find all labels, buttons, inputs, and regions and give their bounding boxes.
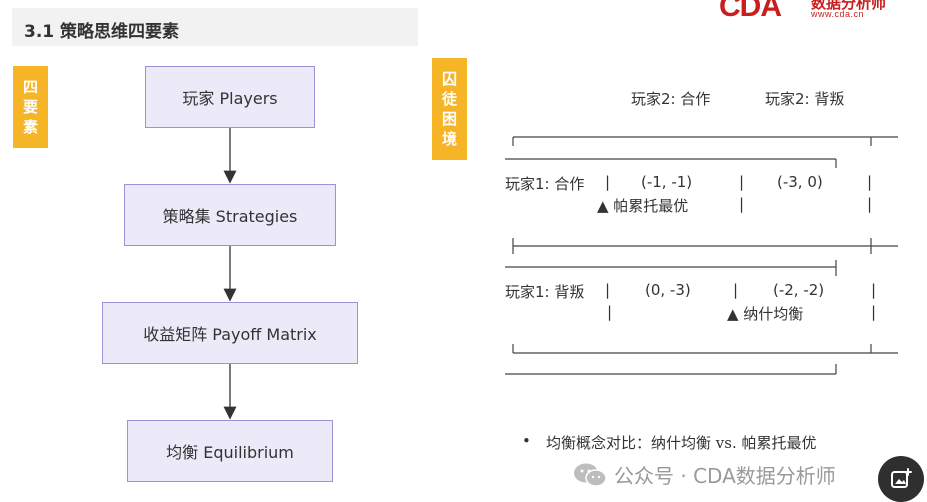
pipe: | [867,195,873,213]
logo-name: 数据分析师 [811,0,887,12]
tag-four-elements: 四 要 素 [13,66,48,148]
bullet-text: 均衡概念对比：纳什均衡 vs. 帕累托最优 [546,434,817,452]
tag-char: 境 [441,130,457,148]
title-bar: 3.1 策略思维四要素 [12,8,418,46]
pipe: | [739,173,745,191]
tag-char: 素 [22,118,38,136]
tag-char: 囚 [441,70,457,88]
pipe: | [607,303,613,321]
pipe: | [871,303,877,321]
tag-prisoners-dilemma: 囚 徒 困 境 [432,58,467,160]
flow-box-players: 玩家 Players [145,66,315,128]
note-pareto: ▲ 帕累托最优 [597,197,689,215]
logo-mark: CDA [719,0,782,23]
row-label-defect: 玩家1: 背叛 [505,283,585,301]
cell-dc: (0, -3) [645,281,691,299]
bullet-dot: • [522,432,531,450]
cell-cc: (-1, -1) [641,173,693,191]
flow-box-equilibrium: 均衡 Equilibrium [127,420,333,482]
pipe: | [605,281,611,299]
matrix-lines [505,136,898,375]
cell-cd: (-3, 0) [777,173,823,191]
payoff-matrix: 玩家2: 合作 玩家2: 背叛 玩家1: 合作 | (-1, -1) | (-3… [503,80,903,380]
pipe: | [733,281,739,299]
flow-box-payoff-matrix: 收益矩阵 Payoff Matrix [102,302,358,364]
pipe: | [871,281,877,299]
cell-dd: (-2, -2) [773,281,825,299]
pipe: | [605,173,611,191]
watermark-text: 公众号 · CDA数据分析师 [614,464,836,488]
wechat-watermark: 公众号 · CDA数据分析师 [572,460,836,489]
flow-box-strategies: 策略集 Strategies [124,184,336,246]
image-edit-icon [891,468,912,488]
page-title: 3.1 策略思维四要素 [24,22,180,42]
tag-char: 要 [22,98,38,116]
logo-url: www.cda.cn [811,9,865,19]
col-header-cooperate: 玩家2: 合作 [631,90,711,108]
pipe: | [867,173,873,191]
tag-char: 四 [22,78,38,96]
tag-char: 徒 [441,90,457,108]
cda-logo: CDA 数据分析师 www.cda.cn [719,0,909,23]
wechat-icon [574,463,607,487]
add-note-button[interactable] [878,456,924,502]
note-nash: ▲ 纳什均衡 [727,305,804,323]
tag-char: 困 [441,110,457,128]
col-header-defect: 玩家2: 背叛 [765,90,845,108]
pipe: | [739,195,745,213]
row-label-cooperate: 玩家1: 合作 [505,175,585,193]
